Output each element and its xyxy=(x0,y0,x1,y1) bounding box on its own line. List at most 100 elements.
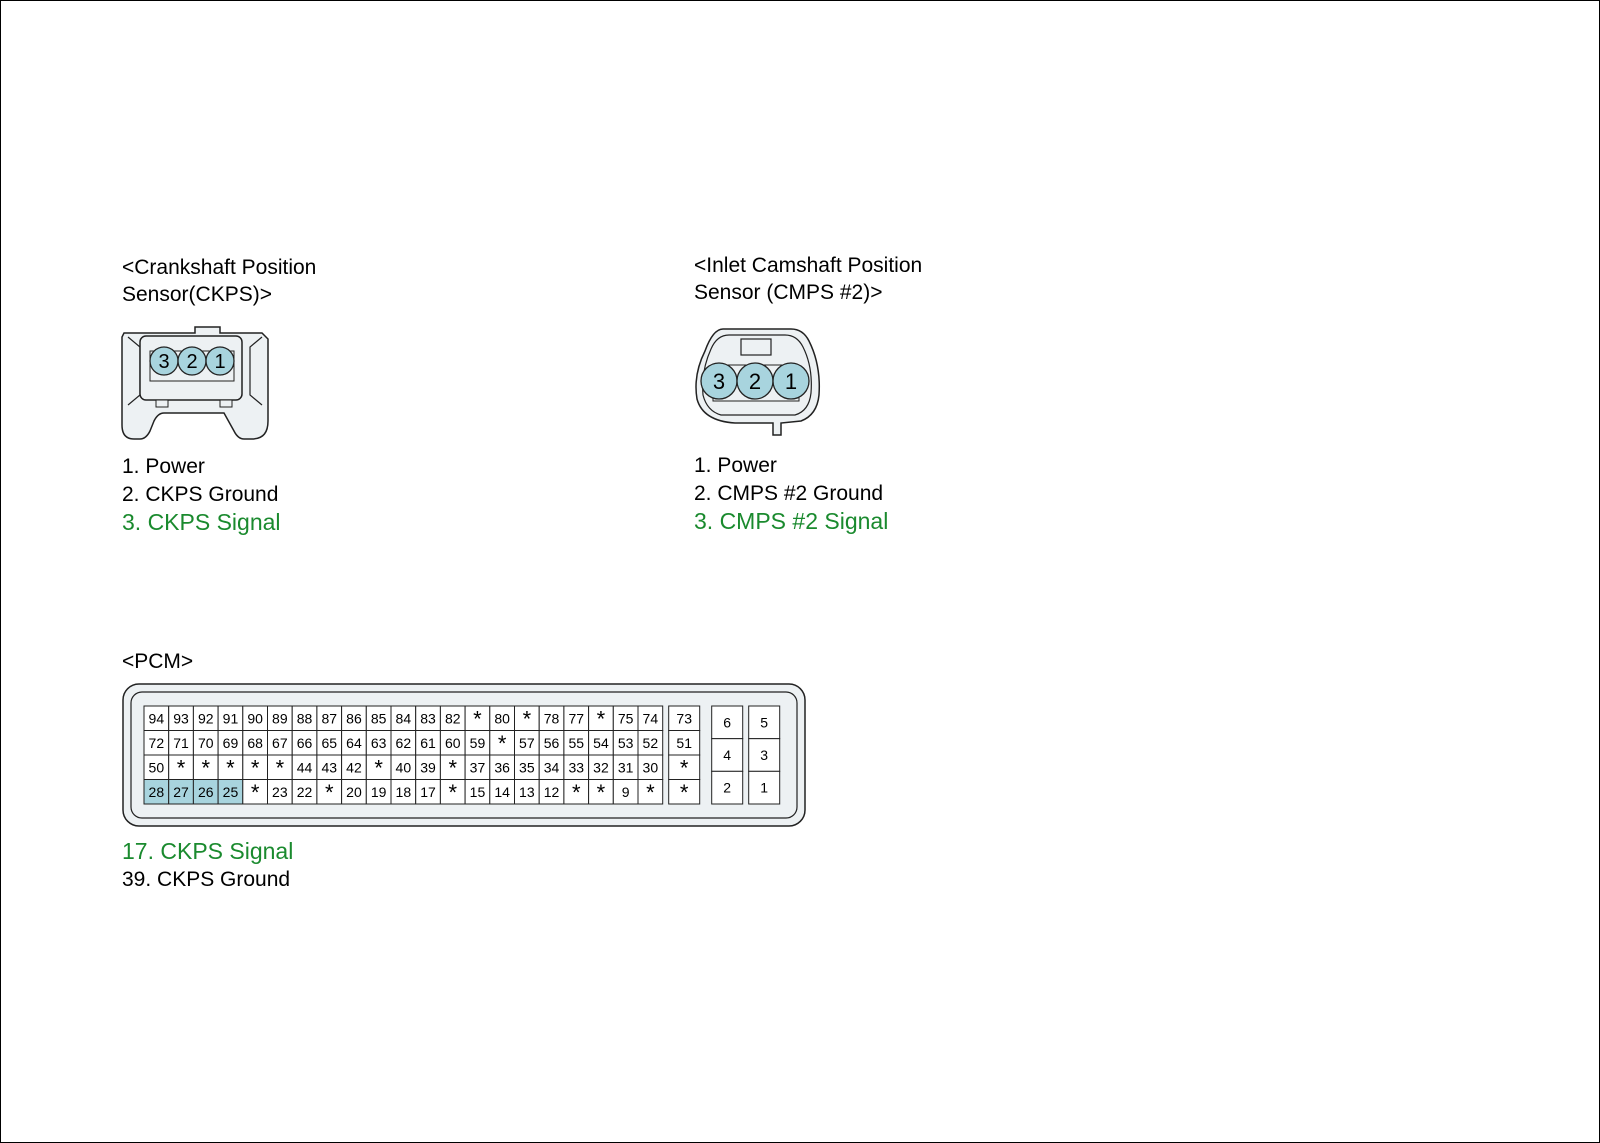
pcm-pin-label: 33 xyxy=(568,759,584,775)
pcm-pin-label: 2 xyxy=(723,780,731,796)
pcm-pin-label: * xyxy=(374,755,383,780)
pcm-pin-label: 25 xyxy=(223,784,239,800)
pcm-pin-label: 83 xyxy=(420,710,436,726)
pcm-title: <PCM> xyxy=(122,650,194,673)
pcm-pin-label: 13 xyxy=(519,784,535,800)
pcm-pin-label: 19 xyxy=(371,784,387,800)
pcm-pin-label: * xyxy=(646,780,655,805)
pcm-pin-label: 65 xyxy=(321,735,337,751)
pcm-pin-cell xyxy=(489,730,515,756)
pcm-pin-label: 89 xyxy=(272,710,288,726)
ckps-pin-label: 2 xyxy=(186,351,197,373)
pcm-pin-label: 26 xyxy=(198,784,214,800)
pcm-pin-label: 61 xyxy=(420,735,436,751)
ckps-item: 1. Power xyxy=(122,455,205,478)
pcm-pin-label: 78 xyxy=(544,710,560,726)
ckps-item: 2. CKPS Ground xyxy=(122,483,279,506)
pcm-pin-label: * xyxy=(226,755,235,780)
pcm-pin-cell xyxy=(439,705,466,731)
pcm-pin-label: 86 xyxy=(346,710,362,726)
pcm-pin-label: 87 xyxy=(321,710,337,726)
pcm-pin-cell xyxy=(267,730,293,756)
pcm-pin-label: 52 xyxy=(643,735,659,751)
pcm-pin-cell xyxy=(538,779,565,805)
pcm-pin-label: * xyxy=(177,755,186,780)
pcm-pin-cell xyxy=(341,779,367,805)
pcm-pin-label: 55 xyxy=(568,735,584,751)
pcm-pin-cell xyxy=(415,705,441,731)
pcm-pin-label: 73 xyxy=(676,710,692,726)
ckps-item: 3. CKPS Signal xyxy=(122,509,281,535)
pcm-pin-cell xyxy=(439,730,466,756)
pcm-pin-label: 74 xyxy=(643,710,659,726)
pcm-pin-label: 1 xyxy=(760,780,768,796)
pcm-pin-label: * xyxy=(523,706,532,731)
cmps-pin-label: 2 xyxy=(749,369,761,394)
pcm-pin-label: 5 xyxy=(760,714,768,730)
pcm-pin-label: * xyxy=(276,755,285,780)
ckps-title-line1: <Crankshaft Position xyxy=(122,256,317,279)
pcm-pin-label: 50 xyxy=(149,759,165,775)
pcm-pin-cell xyxy=(267,779,293,805)
pcm-pin-cell xyxy=(365,779,392,805)
pcm-pin-cell xyxy=(711,770,744,805)
pcm-pin-cell xyxy=(217,730,244,756)
pcm-pin-cell xyxy=(341,754,367,780)
pcm-pin-label: 93 xyxy=(173,710,189,726)
pcm-pin-label: 20 xyxy=(346,784,362,800)
pcm-pin-label: 91 xyxy=(223,710,239,726)
pcm-pin-label: 23 xyxy=(272,784,288,800)
pcm-pin-cell xyxy=(489,754,515,780)
pcm-pin-label: 40 xyxy=(396,759,412,775)
pcm-pin-label: 14 xyxy=(494,784,510,800)
pcm-pin-label: * xyxy=(680,780,689,805)
pcm-item: 39. CKPS Ground xyxy=(122,868,291,891)
pcm-pin-cell xyxy=(588,705,614,731)
pcm-pin-cell xyxy=(563,730,590,756)
pcm-pin-cell xyxy=(143,705,170,731)
pcm-pin-label: * xyxy=(251,755,260,780)
pcm-pin-label: 44 xyxy=(297,759,313,775)
cmps-pin-label: 1 xyxy=(785,369,797,394)
pcm-pin-cell xyxy=(612,730,639,756)
pcm-pin-label: 92 xyxy=(198,710,214,726)
pcm-pin-cell xyxy=(637,705,664,731)
pcm-pin-label: 34 xyxy=(544,759,560,775)
cmps-title-line2: Sensor (CMPS #2)> xyxy=(694,281,883,304)
pcm-pin-cell xyxy=(637,779,664,805)
pcm-item: 17. CKPS Signal xyxy=(122,838,294,864)
pcm-pin-cell xyxy=(242,754,269,780)
pcm-pin-label: * xyxy=(597,706,606,731)
pcm-pin-label: 56 xyxy=(544,735,560,751)
pcm-pin-label: * xyxy=(251,780,260,805)
pcm-pin-label: * xyxy=(448,780,457,805)
pcm-pin-label: 28 xyxy=(149,784,165,800)
pcm-pin-label: 59 xyxy=(470,735,486,751)
pcm-pin-cell xyxy=(316,779,343,805)
pcm-pin-label: 6 xyxy=(723,714,731,730)
pcm-pin-cell xyxy=(316,730,343,756)
pcm-pin-cell xyxy=(192,705,219,731)
pcm-pin-cell xyxy=(538,705,565,731)
pcm-pin-label: 82 xyxy=(445,710,461,726)
pcm-pin-label: 64 xyxy=(346,735,362,751)
pcm-pin-cell xyxy=(514,705,540,731)
pcm-pin-label: 54 xyxy=(593,735,609,751)
pcm-pin-label: 70 xyxy=(198,735,214,751)
pcm-pin-label: 30 xyxy=(643,759,659,775)
pcm-pin-label: 3 xyxy=(760,747,768,763)
pcm-pin-label: * xyxy=(201,755,210,780)
cmps-pin-1 xyxy=(772,362,810,400)
ckps-title-line2: Sensor(CKPS)> xyxy=(122,283,272,306)
pcm-pin-label: * xyxy=(448,755,457,780)
pcm-pin-cell xyxy=(711,738,744,772)
pcm-pin-cell xyxy=(748,738,781,772)
pcm-pin-label: 4 xyxy=(723,747,731,763)
pcm-pin-label: 60 xyxy=(445,735,461,751)
pcm-pin-label: 39 xyxy=(420,759,436,775)
pcm-pin-label: 85 xyxy=(371,710,387,726)
